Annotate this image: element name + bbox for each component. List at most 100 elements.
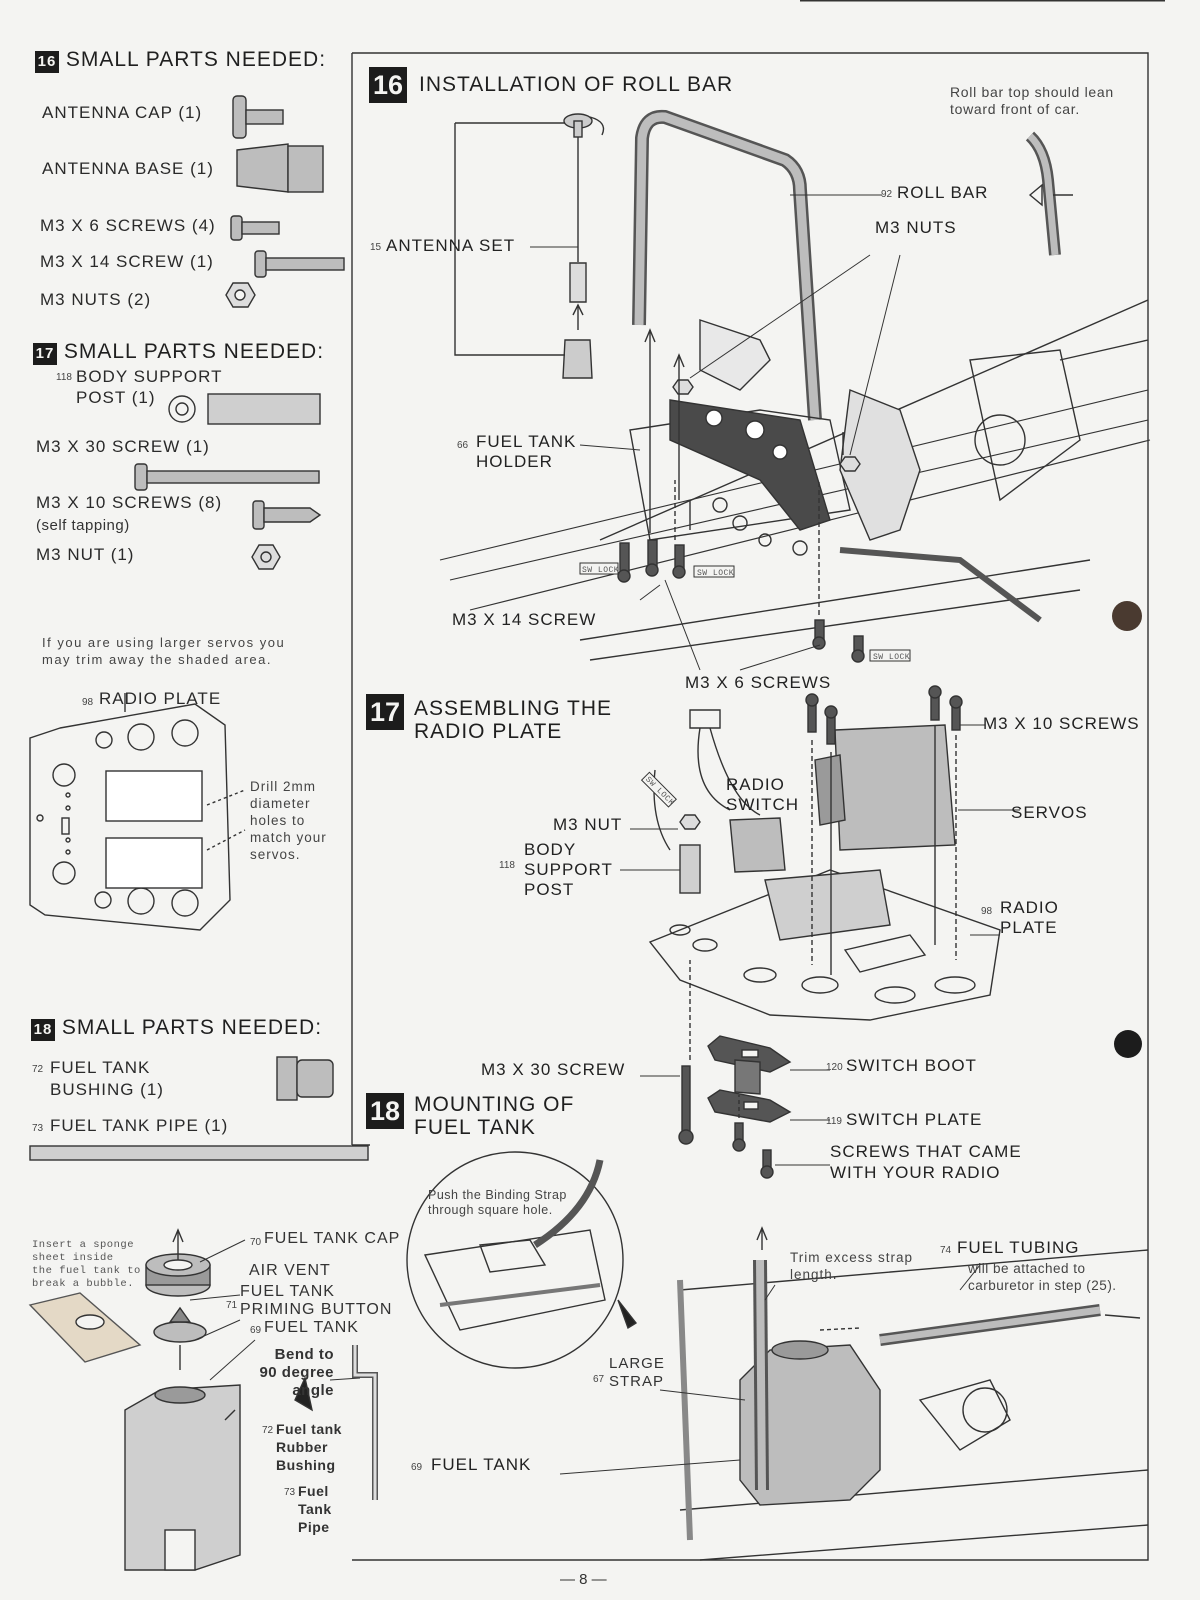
antenna-set-num: 15 (370, 242, 382, 253)
priming-button-num: 71 (226, 1300, 238, 1311)
switch-parts-17 (707, 1035, 792, 1123)
sw-lock-tag-3: SW LOCK (873, 653, 911, 662)
sw-lock-tag-1: SW LOCK (582, 566, 620, 575)
part-antenna-cap: ANTENNA CAP (1) (42, 103, 203, 122)
air-vent-label: AIR VENT (249, 1262, 331, 1279)
fuel-tank-mounted (677, 1226, 1149, 1561)
m3x10-screw-icon (252, 500, 322, 530)
part-m3x30-screw: M3 X 30 SCREW (1) (36, 437, 210, 456)
step16-parts-header: 16 SMALL PARTS NEEDED: (35, 48, 326, 73)
radio-plate-assembly-num: 98 (981, 906, 993, 917)
m3x14-screw-icon (254, 250, 345, 278)
radio-screws-label: SCREWS THAT CAME WITH YOUR RADIO (830, 1142, 1022, 1182)
large-strap-label: LARGE STRAP (609, 1355, 665, 1390)
antenna-cap-icon (232, 95, 284, 139)
page-number: — 8 — (560, 1571, 607, 1588)
step18-parts-header: 18 SMALL PARTS NEEDED: (31, 1016, 322, 1041)
section17-badge: 17 (366, 694, 404, 730)
part-fuel-tank-bushing: FUEL TANK BUSHING (1) (50, 1058, 164, 1099)
antenna-drawing (562, 113, 605, 379)
radio-plate-diagram (29, 693, 246, 931)
step16-badge: 16 (35, 51, 59, 73)
step16-parts-title: SMALL PARTS NEEDED: (65, 48, 327, 71)
radio-plate-label: RADIO PLATE (99, 689, 222, 708)
part-fuel-tank-pipe: FUEL TANK PIPE (1) (50, 1116, 229, 1135)
step17-badge: 17 (33, 343, 57, 365)
switch-plate-num: 119 (826, 1116, 842, 1127)
fuel-tubing-label: FUEL TUBING (957, 1238, 1080, 1257)
servos-label: SERVOS (1011, 803, 1088, 822)
section16-title: INSTALLATION OF ROLL BAR (419, 73, 734, 96)
fuel-tubing-num: 74 (940, 1245, 952, 1256)
nuts-16 (672, 379, 861, 472)
tubing-note: will be attached to carburetor in step (… (968, 1261, 1117, 1293)
sw-lock-tag-2: SW LOCK (697, 569, 735, 578)
pipe-num: 73 (284, 1487, 296, 1498)
antenna-base-icon (236, 143, 324, 193)
section17-title: ASSEMBLING THE RADIO PLATE (414, 697, 612, 743)
arrows-16 (644, 183, 1073, 615)
radio-switch-label: RADIO SWITCH (726, 775, 800, 814)
section18-title: MOUNTING OF FUEL TANK (414, 1093, 575, 1139)
fuel-tank-holder-num: 66 (457, 440, 469, 451)
pipe-label: Fuel Tank Pipe (298, 1483, 332, 1535)
m3x6-screws-label: M3 X 6 SCREWS (685, 673, 832, 692)
roll-bar-label: ROLL BAR (897, 183, 989, 202)
m3-nut-icon (225, 282, 256, 308)
drill-holes-note: Drill 2mm diameter holes to match your s… (250, 779, 327, 862)
large-strap-num: 67 (593, 1374, 605, 1385)
part-num-72: 72 (32, 1064, 44, 1075)
part-self-tapping: (self tapping) (36, 517, 130, 534)
fuel-tank-bushing-icon (276, 1056, 334, 1101)
priming-button-label: FUEL TANK PRIMING BUTTON (240, 1283, 393, 1318)
switch-plate-label: SWITCH PLATE (846, 1110, 983, 1129)
radio-plate-assembly-label: RADIO PLATE (1000, 898, 1059, 937)
step18-badge: 18 (31, 1019, 55, 1041)
body-support-post-icon (168, 393, 321, 425)
section16-badge: 16 (369, 67, 407, 103)
roll-bar-num: 92 (881, 189, 893, 200)
roll-bar-drawing (632, 109, 822, 421)
radio-plate-num: 98 (82, 697, 94, 708)
punch-hole-bottom (1114, 1030, 1142, 1058)
antenna-bracket-lines (454, 122, 565, 356)
fuel-tank-holder-label: FUEL TANK HOLDER (476, 432, 577, 471)
sponge-note: Insert a sponge sheet inside the fuel ta… (32, 1239, 141, 1290)
trim-strap-note: Trim excess strap length. (790, 1250, 914, 1282)
fuel-tank-cap-num: 70 (250, 1237, 262, 1248)
part-num-73: 73 (32, 1123, 44, 1134)
trim-servos-note: If you are using larger servos you may t… (42, 635, 286, 667)
fuel-pipe-bar (29, 1145, 369, 1161)
m3-nut-small-icon (251, 544, 281, 570)
part-num-118: 118 (56, 372, 72, 383)
fuel-tank-main-num: 69 (411, 1462, 423, 1473)
punch-hole-top (1112, 601, 1142, 631)
part-m3-nut: M3 NUT (1) (36, 545, 135, 564)
section18-badge: 18 (366, 1093, 404, 1129)
bushing-label: Fuel tank Rubber Bushing (276, 1421, 342, 1473)
switch-boot-label: SWITCH BOOT (846, 1056, 977, 1075)
screws-16 (617, 539, 865, 663)
bushing-num: 72 (262, 1425, 274, 1436)
fuel-tank-main-label: FUEL TANK (431, 1455, 532, 1474)
switch-boot-num: 120 (826, 1062, 843, 1073)
fuel-tank-top-num: 69 (250, 1325, 262, 1336)
step18-parts-title: SMALL PARTS NEEDED: (61, 1016, 323, 1039)
arrows-17 (689, 725, 957, 1118)
m3-nut-label: M3 NUT (553, 815, 623, 834)
body-post-num: 118 (499, 860, 515, 871)
section-frame (352, 52, 1149, 1561)
m3x30-screw-icon (134, 463, 320, 491)
fuel-pipe-drawing (294, 1345, 378, 1500)
bend-note: Bend to 90 degree angle (259, 1346, 334, 1399)
antenna-set-label: ANTENNA SET (386, 236, 516, 255)
part-body-support-post: BODY SUPPORT POST (1) (76, 367, 223, 407)
binding-strap-note: Push the Binding Strap through square ho… (428, 1188, 567, 1217)
m3x6-screw-icon (230, 215, 280, 241)
m3-nuts-label: M3 NUTS (875, 218, 957, 237)
roll-bar-lean-note: Roll bar top should lean toward front of… (950, 84, 1114, 117)
part-m3x14-screw: M3 X 14 SCREW (1) (40, 252, 214, 271)
binding-strap-inset (406, 1151, 638, 1369)
fuel-tank-top-label: FUEL TANK (264, 1319, 359, 1336)
